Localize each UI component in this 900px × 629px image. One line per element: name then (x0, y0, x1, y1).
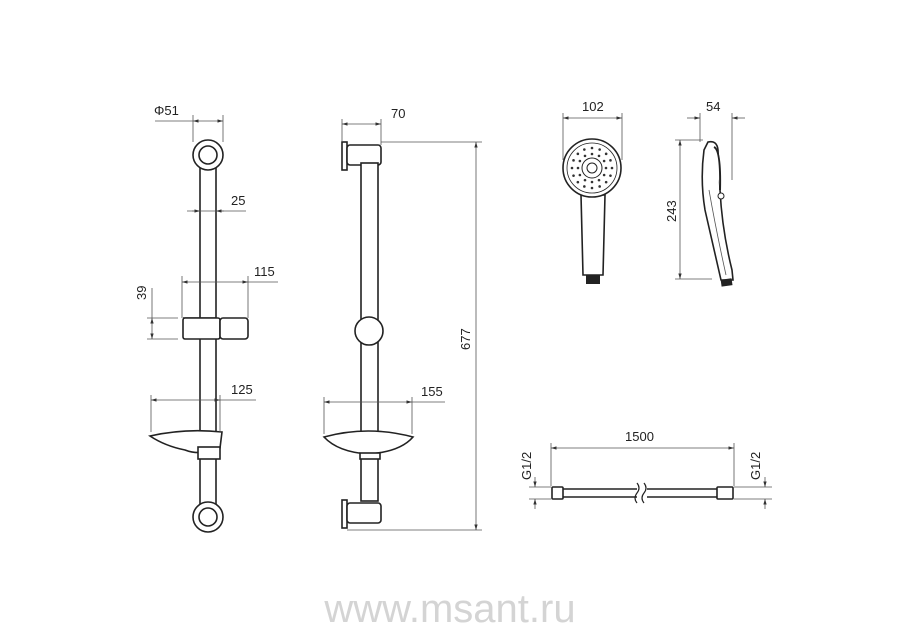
nozzle-dot (576, 180, 580, 184)
nozzle-dot (604, 180, 608, 184)
nozzle-dot (583, 178, 587, 182)
nozzle-dot (590, 146, 594, 150)
nozzle-dot (610, 166, 614, 170)
nozzle-dot (583, 185, 586, 188)
dimension-holder-width: 115 (181, 264, 278, 318)
dimension-ring-diameter: Φ51 (154, 103, 224, 142)
hose (551, 482, 734, 504)
nozzle-dot (578, 159, 582, 163)
svg-text:677: 677 (458, 328, 473, 350)
nozzle-dot (590, 180, 594, 184)
svg-text:115: 115 (254, 264, 275, 279)
nozzle-dot (602, 173, 606, 177)
dimension-handshower-length: 243 (664, 139, 712, 280)
svg-text:54: 54 (706, 99, 720, 114)
dimension-thread-left: G1/2 (519, 452, 551, 509)
nozzle-dot (576, 152, 580, 156)
svg-text:Φ51: Φ51 (154, 103, 179, 118)
svg-text:102: 102 (582, 99, 604, 114)
dimension-head-diameter: 102 (562, 99, 623, 160)
watermark: www.msant.ru (323, 587, 575, 629)
svg-text:125: 125 (231, 382, 253, 397)
dimension-thread-right: G1/2 (734, 452, 772, 509)
svg-text:25: 25 (231, 193, 245, 208)
svg-text:G1/2: G1/2 (519, 452, 534, 480)
svg-text:1500: 1500 (625, 429, 654, 444)
nozzle-dot (598, 185, 601, 188)
dimension-wall-offset: 70 (341, 106, 405, 145)
rail-side-view (322, 141, 415, 529)
handshower-side-view (701, 140, 734, 287)
nozzle-dot (597, 178, 601, 182)
handshower-holder (182, 317, 249, 340)
nozzle-dot (578, 173, 582, 177)
svg-text:70: 70 (391, 106, 405, 121)
svg-text:243: 243 (664, 200, 679, 222)
spray-nozzles (570, 146, 614, 190)
dimension-head-depth: 54 (687, 99, 745, 180)
nozzle-dot (590, 152, 594, 156)
nozzle-dot (609, 174, 612, 177)
nozzle-dot (590, 186, 594, 190)
dimension-dish-front: 125 (150, 382, 256, 432)
slider-knob (354, 316, 384, 346)
dimension-holder-height: 39 (134, 286, 178, 340)
svg-text:G1/2: G1/2 (748, 452, 763, 480)
dimension-dish-side: 155 (323, 384, 445, 434)
nozzle-dot (572, 174, 575, 177)
dimension-bar-length: 677 (347, 141, 482, 531)
nozzle-dot (597, 154, 601, 158)
nozzle-dot (604, 166, 608, 170)
rail-front-view (148, 139, 249, 533)
nozzle-dot (572, 159, 575, 162)
nozzle-dot (583, 148, 586, 151)
soap-dish-side (322, 430, 415, 460)
nozzle-dot (602, 159, 606, 163)
nozzle-dot (576, 166, 580, 170)
handshower-front-view (562, 138, 622, 284)
nozzle-dot (604, 152, 608, 156)
nozzle-dot (598, 148, 601, 151)
nozzle-dot (583, 154, 587, 158)
dimension-bar-diameter: 25 (187, 193, 246, 213)
nozzle-dot (609, 159, 612, 162)
svg-text:39: 39 (134, 286, 149, 300)
svg-text:155: 155 (421, 384, 443, 399)
nozzle-dot (570, 166, 574, 170)
dimension-hose-length: 1500 (550, 429, 735, 486)
soap-dish-front (148, 429, 223, 460)
